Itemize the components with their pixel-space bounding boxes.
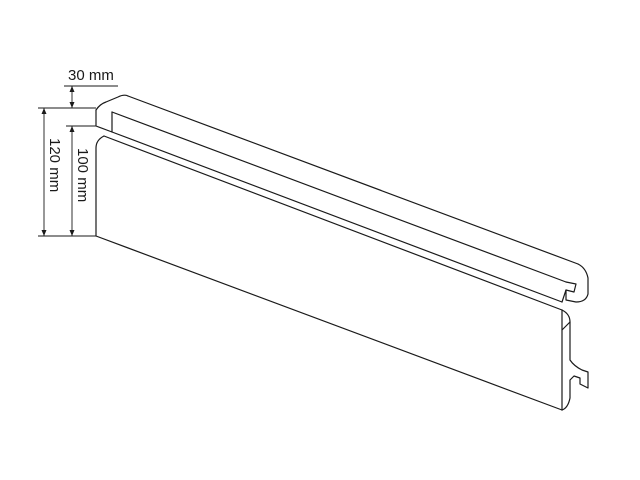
label-100mm: 100 mm [74,148,91,202]
dim-30-arrow-top [69,86,75,92]
right-top-hook-inner [561,289,567,303]
profile-outline [95,94,589,411]
lip-top-edge [95,94,129,111]
dimension-labels: 30 mm 120 mm 100 mm [46,67,114,202]
dim-120-arrow-top [41,108,47,114]
right-top-hook [565,263,589,303]
body-left-edge [95,135,105,237]
dim-120-arrow-bottom [41,230,47,236]
label-120mm: 120 mm [46,138,63,192]
dim-100-arrow-bottom [69,230,75,236]
lip-underside [111,131,563,303]
dim-100-arrow-top [69,126,75,132]
dim-30-arrow-bottom [69,102,75,108]
body-right-notch [561,321,571,411]
body-bottom-edge [95,235,563,411]
label-30mm: 30 mm [68,67,114,84]
lip-front-face [95,109,113,133]
top-ridge-back [127,95,579,265]
dimension-lines [38,85,118,237]
body-right-profile [561,309,589,411]
body-top-front [103,135,563,311]
top-ridge-front [111,111,567,283]
